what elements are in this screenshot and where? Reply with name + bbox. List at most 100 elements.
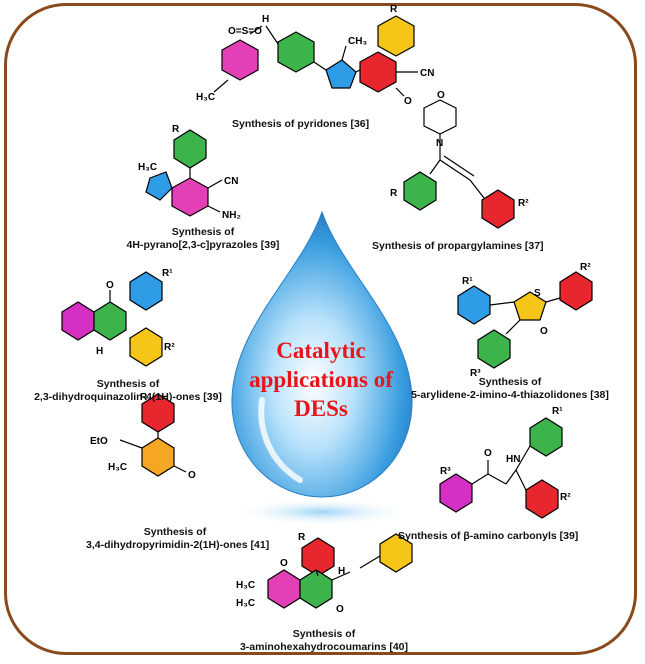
caption-quinazolin-line-2: 2,3-dihydroquinazolin-4(1H)-ones [39] [34,391,222,403]
o-label-thiazolidone: O [540,326,548,337]
so2-label: O=S=O [228,26,262,37]
pyranopyrazole-structure [145,129,223,217]
pyrazole-ring [145,171,173,201]
r-label-coumarin: R [298,532,306,543]
caption-quinazolin: Synthesis of 2,3-dihydroquinazolin-4(1H)… [30,378,226,404]
center-title-line-3: DESs [294,396,348,421]
caption-pyrazoles-line-2: 4H-pyrano[2,3-c]pyrazoles [39] [126,239,280,251]
aryl-ring-coumarin [301,537,335,577]
ch3-label: CH₃ [348,36,367,47]
caption-coumarins-line-2: 3-aminohexahydrocoumarins [40] [239,641,409,653]
h3c-label-coumarin-2: H₃C [236,598,255,609]
pyran-ring [171,177,209,217]
cyclohexenone-ring [267,569,301,609]
caption-thiazolidones: Synthesis of 5-arylidene-2-imino-4-thiaz… [400,376,620,402]
r2-label-propargyl: R² [518,198,529,209]
benzoyl-ring [379,533,413,573]
dihydropyrimidinone-structure [119,393,187,477]
caption-pyrimidin: Synthesis of 3,4-dihydropyrimidin-2(1H)-… [86,526,270,552]
h-label-coumarin: H [338,566,345,577]
nh-label-quinazoline: H [96,346,103,357]
quinazolinone-structure [61,271,163,367]
r1-label-thiazolidone: R¹ [462,276,473,287]
nh-label: H [262,14,269,25]
caption-quinazolin-line-1: Synthesis of [96,378,160,390]
r2-label-carbonyl: R² [560,492,571,503]
pyridone-ring [359,51,397,93]
r2-label-quinazoline: R² [164,342,175,353]
benzo-ring [61,301,95,341]
drop-shadow [230,498,414,526]
h3c-label: H₃C [196,92,215,103]
h3c-label-coumarin-1: H₃C [236,580,255,591]
r-label-top: R [390,4,398,15]
o-label-top: O [404,96,412,107]
pyranone-ring [299,569,333,609]
aryl-ring-r2 [129,327,163,367]
aryl-ring-imino [457,285,491,325]
aryl-ring-n3 [477,329,511,369]
aryl-ring-left-propargyl [403,171,437,211]
pyridone-structure [213,15,418,97]
aryl-ring-right-propargyl [481,189,515,229]
thiazolidone-structure [457,271,593,369]
caption-thiazolidones-line-1: Synthesis of [478,376,542,388]
aryl-ring-arylidene [559,271,593,311]
morpholine-ring [423,99,457,135]
h3c-label-pyrazole: H₃C [138,162,157,173]
dihydro-ring [93,301,127,341]
r2-label-thiazolidone: R² [580,262,591,273]
r-label-pyrimidine: R [140,392,148,403]
aryl-ring-r2-amine [525,479,559,519]
caption-pyridones: Synthesis of pyridones [36] [232,118,370,130]
caption-pyrazoles-line-1: Synthesis of [171,226,235,238]
o-label-coumarin-top: O [280,558,288,569]
caption-coumarins: Synthesis of 3-aminohexahydrocoumarins [… [236,628,412,654]
water-drop [231,210,413,498]
aryl-ring-r1 [129,271,163,311]
nh2-label: NH₂ [222,210,241,221]
o-label-morpholine: O [437,90,445,101]
center-title: Catalytic applications of DESs [232,336,410,423]
rounded-frame [4,3,637,655]
n-label-morpholine: N [436,138,443,149]
cn-label-pyrazole: CN [224,176,238,187]
hn-label-carbonyl: HN [506,454,520,465]
center-title-line-1: Catalytic [276,338,366,363]
triazole-ring [325,59,357,89]
r1-label-carbonyl: R¹ [552,406,563,417]
tolyl-ring [221,39,259,81]
h3c-label-pyrimidine: H₃C [108,462,127,473]
propargylamine-structure [403,99,515,229]
o-label-carbonyl: O [484,448,492,459]
aryl-ring-r1-amine [529,417,563,457]
o-label-coumarin-bottom: O [336,604,344,615]
cn-label-top: CN [420,68,434,79]
caption-coumarins-line-1: Synthesis of [292,628,356,640]
coumarin-structure [267,533,413,609]
caption-pyrazoles: Synthesis of 4H-pyrano[2,3-c]pyrazoles [… [118,226,288,252]
aryl-ring-pyrimidine [141,393,175,433]
amino-carbonyl-structure [439,417,563,519]
r3-label-carbonyl: R³ [440,466,451,477]
caption-propargylamines: Synthesis of propargylamines [37] [372,240,544,252]
caption-thiazolidones-line-2: 5-arylidene-2-imino-4-thiazolidones [38] [411,389,609,401]
r-label-propargyl: R [390,188,398,199]
caption-amino-carbonyls: Synthesis of β-amino carbonyls [39] [398,530,579,542]
aryl-ring-top [377,15,415,57]
caption-pyrimidin-line-2: 3,4-dihydropyrimidin-2(1H)-ones [41] [86,539,270,551]
r3-label-thiazolidone: R³ [470,368,481,379]
o-label-pyrimidine: O [188,470,196,481]
thiazolidone-ring [513,291,547,321]
s-label-thiazolidone: S [534,288,541,299]
o-label-quinazoline: O [106,280,114,291]
aryl-ring-pyrazole [173,129,207,169]
eto-label: EtO [90,436,108,447]
center-title-line-2: applications of [249,367,393,392]
aryl-ring-r3 [439,473,473,513]
drop-highlight [258,397,303,483]
pyrimidinone-ring [141,437,175,477]
phenyl-linker-ring [277,31,315,73]
caption-pyrimidin-line-1: Synthesis of [143,526,207,538]
